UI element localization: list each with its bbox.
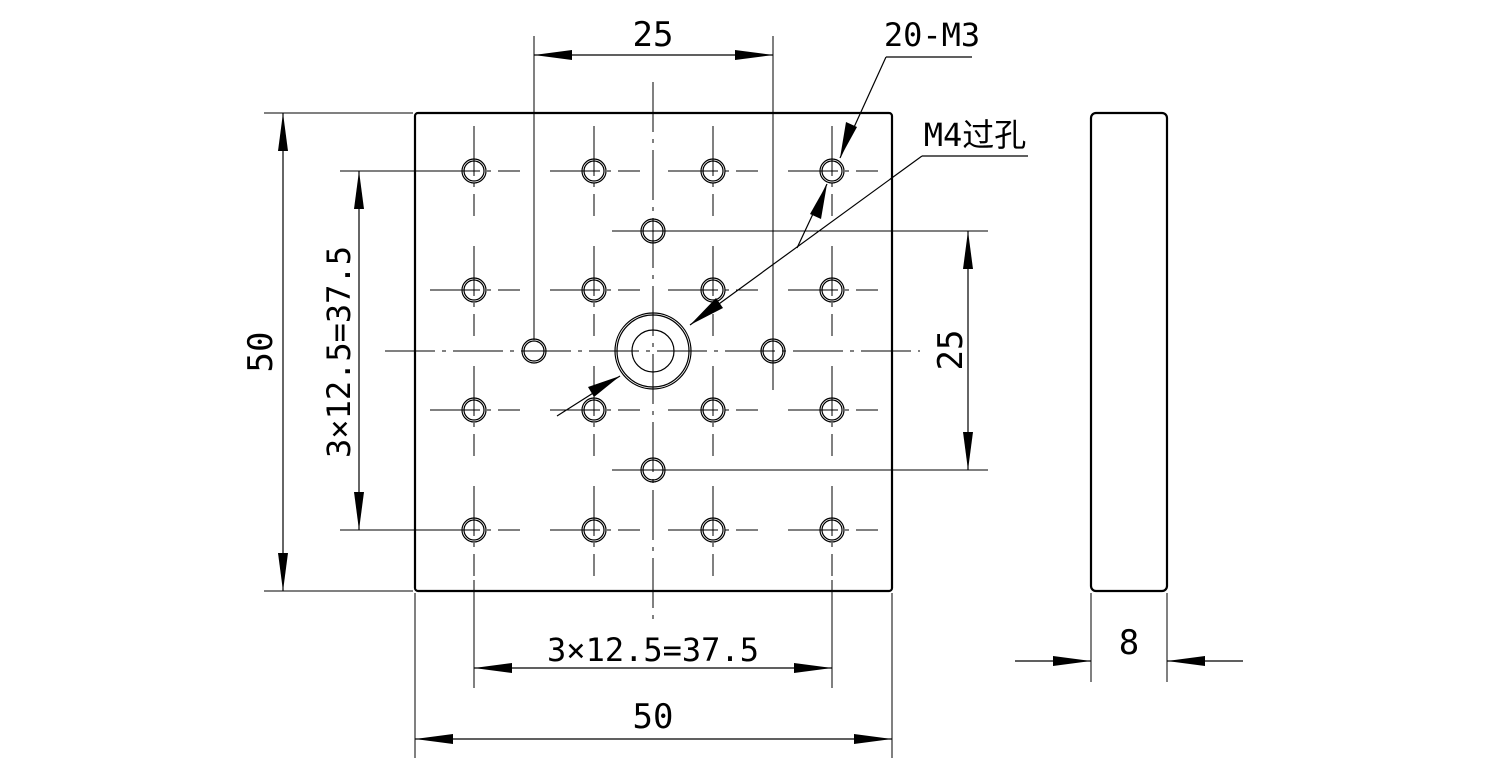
dimension-right-25-label: 25: [931, 330, 971, 371]
dimension-left-spacing: 3×12.5=37.5: [320, 170, 460, 531]
m4-through-hole: [614, 312, 692, 390]
m3-holes: [461, 158, 845, 543]
dimension-left-50-label: 50: [241, 332, 281, 373]
callout-m4-label: M4过孔: [924, 116, 1027, 154]
dimension-left-spacing-label: 3×12.5=37.5: [320, 246, 358, 458]
dimension-right-25: 25: [612, 230, 988, 471]
callout-20-m3: 20-M3: [796, 16, 980, 249]
callout-m4: M4过孔: [556, 116, 1028, 417]
dimension-bottom-50-label: 50: [633, 697, 674, 737]
dimension-thickness-8-label: 8: [1119, 623, 1139, 663]
dimension-bottom-50: 50: [414, 593, 893, 758]
callout-20-m3-label: 20-M3: [884, 16, 980, 54]
side-view-outline: [1089, 111, 1169, 593]
dimension-top-25: 25: [533, 15, 774, 390]
dimension-thickness-8: 8: [1015, 593, 1243, 682]
dimension-left-50: 50: [241, 112, 413, 592]
dimension-bottom-spacing-label: 3×12.5=37.5: [547, 631, 759, 669]
dimension-top-25-label: 25: [633, 15, 674, 55]
dimension-bottom-spacing: 3×12.5=37.5: [473, 580, 833, 688]
